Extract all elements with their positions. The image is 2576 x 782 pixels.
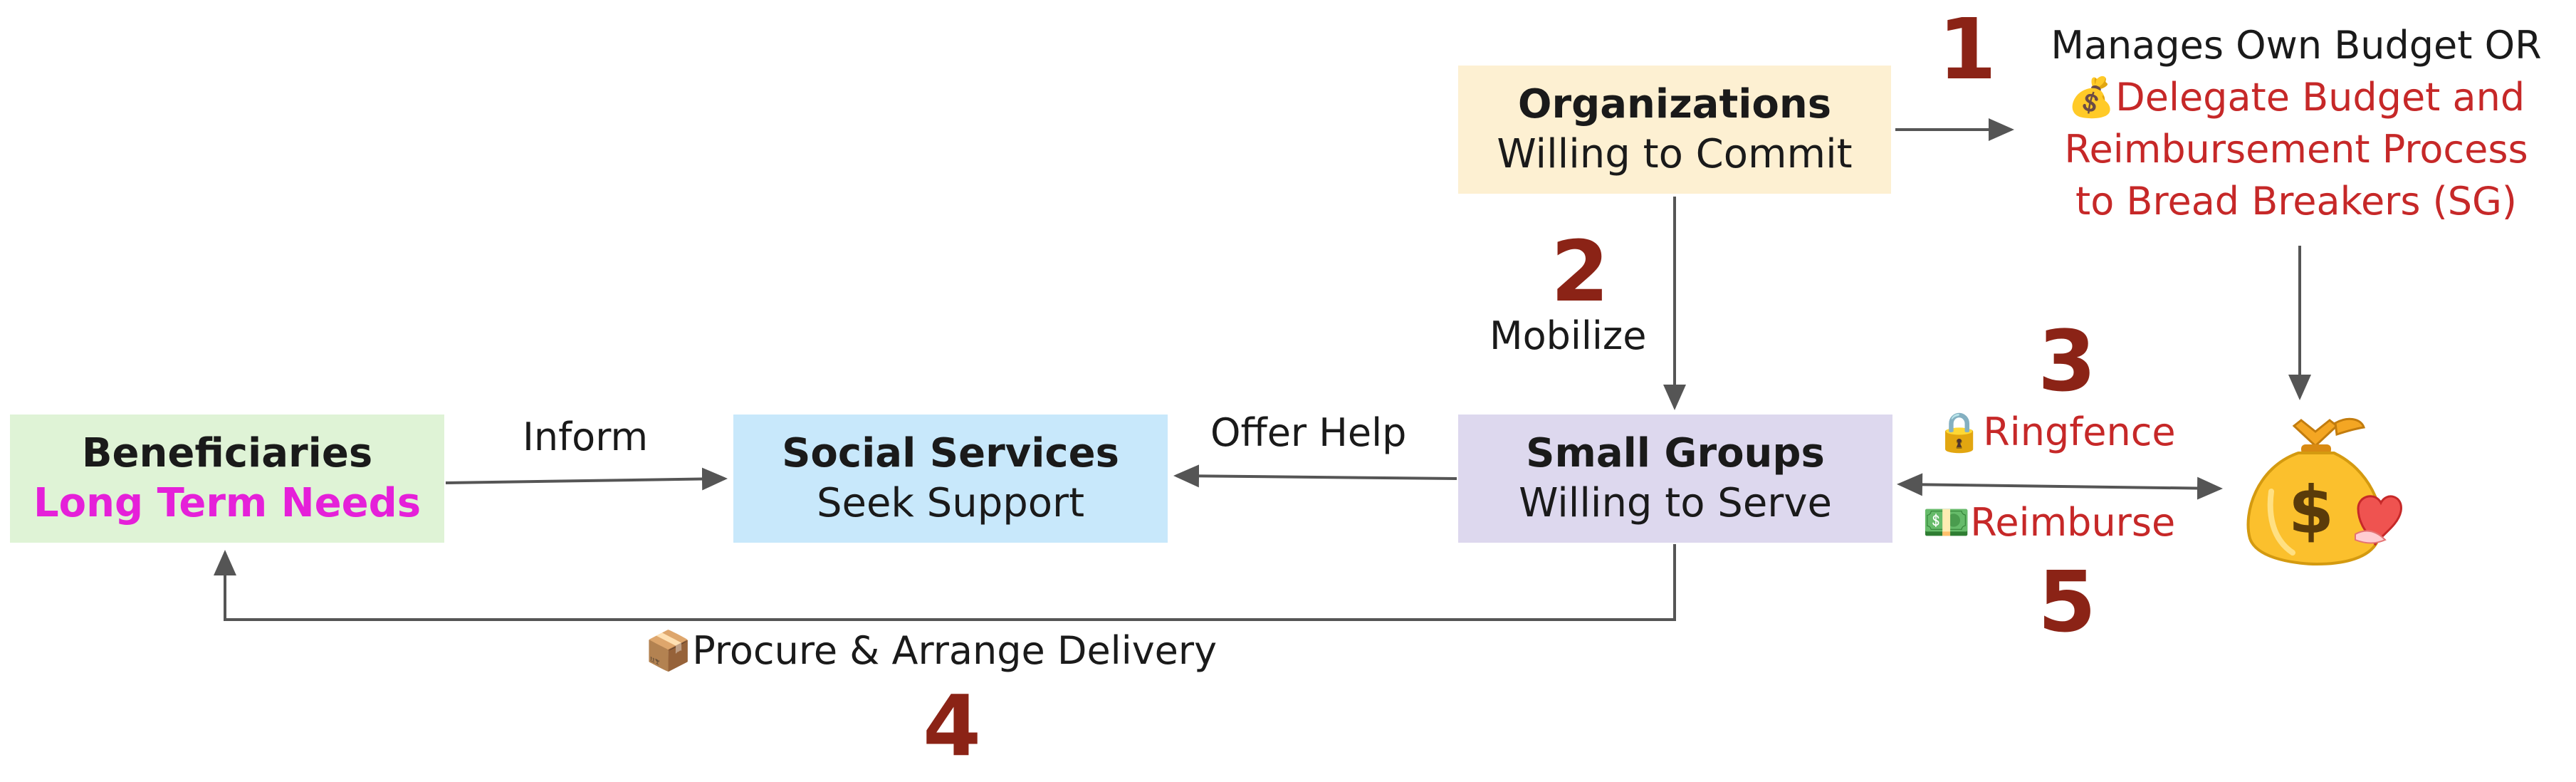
budget-note: Manages Own Budget OR 💰Delegate Budget a…	[2022, 20, 2570, 228]
reimburse-text: Reimburse	[1970, 500, 2176, 545]
reimburse-label: 💵Reimburse	[1922, 500, 2175, 546]
arrow-smallgroups-to-social	[1173, 464, 1457, 488]
lock-icon: 🔒	[1935, 410, 1984, 454]
organizations-subtitle: Willing to Commit	[1497, 131, 1853, 177]
beneficiaries-subtitle: Long Term Needs	[33, 480, 422, 526]
step-2-number: 2	[1551, 222, 1610, 320]
mobilize-label: Mobilize	[1489, 313, 1647, 358]
procure-label: 📦Procure & Arrange Delivery	[644, 628, 1217, 674]
budget-note-line3: Reimbursement Process	[2064, 126, 2528, 172]
step-3-number: 3	[2038, 312, 2097, 410]
procure-text: Procure & Arrange Delivery	[692, 628, 1218, 673]
social-services-subtitle: Seek Support	[816, 480, 1085, 526]
arrow-smallgroups-to-beneficiaries	[214, 544, 1676, 621]
budget-note-line2: 💰Delegate Budget and	[2022, 72, 2570, 124]
offer-help-label: Offer Help	[1210, 410, 1407, 455]
organizations-box: Organizations Willing to Commit	[1458, 66, 1891, 194]
budget-note-line2-text: Delegate Budget and	[2115, 74, 2525, 120]
step-5-number: 5	[2038, 553, 2097, 651]
beneficiaries-title: Beneficiaries	[81, 430, 373, 476]
step-4-number: 4	[923, 677, 982, 775]
svg-text:$: $	[2288, 472, 2334, 548]
dollar-bills-icon: 💵	[1922, 500, 1971, 545]
social-services-box: Social Services Seek Support	[733, 415, 1168, 543]
organizations-title: Organizations	[1517, 81, 1832, 127]
package-icon: 📦	[644, 628, 693, 673]
money-bag-icon: 💰	[2067, 74, 2116, 120]
money-bag-heart-icon: $	[2246, 417, 2402, 566]
ringfence-text: Ringfence	[1983, 410, 2176, 454]
beneficiaries-box: Beneficiaries Long Term Needs	[10, 415, 444, 543]
arrow-smallgroups-bag	[1897, 473, 2223, 500]
budget-note-line1: Manages Own Budget OR	[2051, 23, 2542, 68]
arrow-beneficiaries-to-social	[445, 467, 728, 491]
social-services-title: Social Services	[782, 430, 1119, 476]
ringfence-label: 🔒Ringfence	[1935, 410, 2176, 455]
budget-note-line4: to Bread Breakers (SG)	[2075, 178, 2517, 224]
small-groups-title: Small Groups	[1526, 430, 1825, 476]
step-1-number: 1	[1938, 0, 1997, 98]
small-groups-box: Small Groups Willing to Serve	[1458, 415, 1892, 543]
inform-label: Inform	[523, 415, 649, 459]
small-groups-subtitle: Willing to Serve	[1519, 480, 1832, 526]
